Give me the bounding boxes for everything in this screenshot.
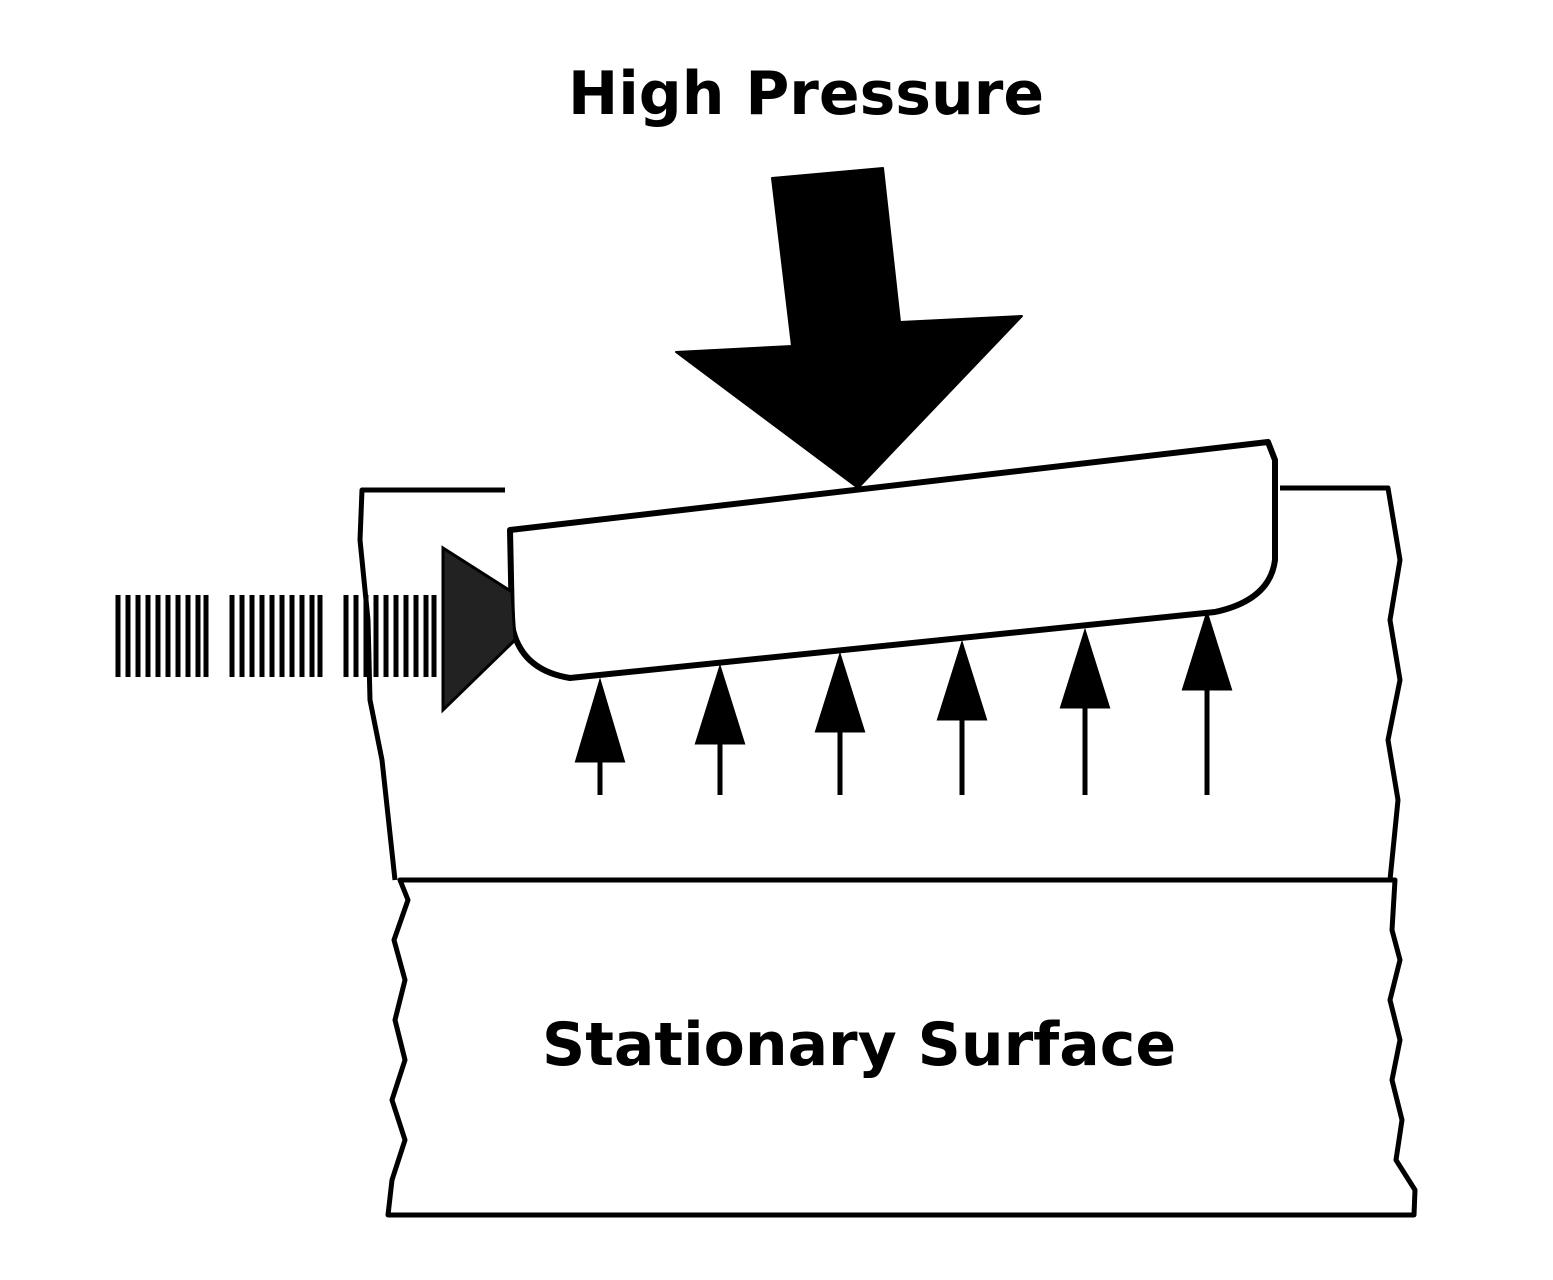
upper-chamber-right-wall (1280, 485, 1403, 881)
up-arrow-icon (574, 677, 626, 795)
upper-chamber-outline (357, 487, 505, 881)
inlet-wedge (441, 545, 517, 714)
up-arrow-icon (694, 663, 746, 795)
striped-flow-bars (115, 595, 437, 677)
down-arrow-icon (675, 167, 1023, 489)
up-arrow-icon (936, 639, 988, 795)
stationary-surface-block (385, 877, 1418, 1218)
up-arrow-icon (1181, 609, 1233, 795)
surface-label: Stationary Surface (542, 1010, 1177, 1080)
support-arrows (574, 609, 1233, 795)
tilted-pad (507, 439, 1278, 681)
force-label: High Pressure (568, 59, 1045, 129)
up-arrow-icon (814, 651, 866, 795)
up-arrow-icon (1059, 627, 1111, 795)
